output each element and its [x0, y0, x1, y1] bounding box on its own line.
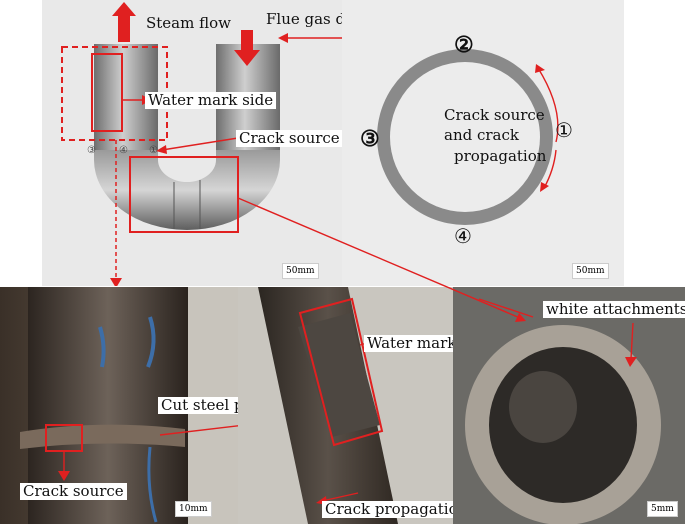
water-mark-label: Water mark [364, 335, 453, 352]
crack-propagation-label: Crack propagation [322, 501, 453, 518]
steam-flow-label: Steam flow [146, 14, 231, 32]
position-3-marker: ③ [87, 145, 96, 156]
position-1-marker: ① [149, 145, 158, 156]
photo-pipe-end-panel: white attachments 5mm [453, 287, 685, 524]
weld-seam [20, 424, 185, 449]
cross-section-panel: ② ③ ④ ① Crack source and crack propagati… [342, 0, 624, 286]
ring-position-1-marker: ① [555, 118, 573, 142]
photo-scale-5mm: 5mm [647, 501, 678, 517]
photo-scale-10mm: 10mm [175, 501, 212, 517]
bend-box [129, 156, 239, 233]
ring-caption-line2: and crack [444, 126, 519, 144]
white-attachments-label: white attachments [543, 301, 685, 318]
photo-cut-pipe-panel: Crack source Cut steel pipe 10mm [0, 287, 238, 524]
flue-gas-arrow [241, 30, 253, 52]
ring-position-4-marker: ④ [454, 224, 472, 248]
ring-caption-line1: Crack source [444, 106, 545, 124]
photo-water-mark-panel: Water mark Crack propagation [238, 287, 453, 524]
ring-caption-line3: propagation [454, 147, 547, 165]
u-tube-schematic-panel: Steam flow Flue gas direction Water mark… [42, 0, 342, 286]
ring-position-2-marker: ② [454, 32, 474, 58]
ring-scale-bar-label: 50mm [572, 263, 609, 279]
crack-source-label: Crack source [236, 130, 342, 147]
steam-arrow [118, 14, 130, 42]
cut-steel-pipe-label: Cut steel pipe [158, 397, 238, 414]
pipe-bend [94, 150, 280, 230]
photo-crack-source-label: Crack source [20, 483, 127, 500]
cross-section-drawing [377, 49, 559, 225]
ring-position-3-marker: ③ [360, 126, 380, 152]
scale-bar-label: 50mm [282, 263, 319, 279]
water-mark-box [91, 53, 123, 132]
pipe-ring-inner [390, 62, 540, 212]
water-mark-side-label: Water mark side [145, 92, 277, 109]
position-4-marker: ④ [119, 145, 128, 156]
flue-gas-direction-label: Flue gas direction [266, 10, 342, 28]
